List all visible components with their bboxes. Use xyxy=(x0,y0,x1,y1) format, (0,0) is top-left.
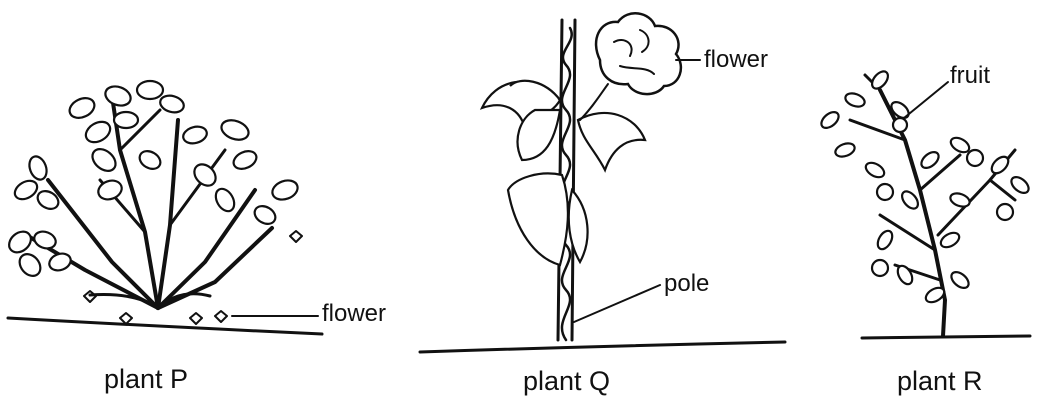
plant-p-flowers xyxy=(84,231,302,324)
plant-p-caption: plant P xyxy=(104,364,188,395)
plant-q-pole-label: pole xyxy=(664,270,709,298)
plant-r-drawing xyxy=(818,68,1031,338)
plant-p-ground xyxy=(8,318,322,334)
plant-q-pole-leader xyxy=(574,285,660,322)
plant-p-flower-label: flower xyxy=(322,300,386,328)
plant-q-caption: plant Q xyxy=(523,366,610,397)
plant-r-fruit-leader xyxy=(904,82,948,118)
plant-q-flower xyxy=(580,13,681,120)
plant-r-caption: plant R xyxy=(897,366,983,397)
plant-r-fruit-label: fruit xyxy=(950,62,990,90)
plant-q-ground xyxy=(420,342,785,352)
plant-q-flower-label: flower xyxy=(704,46,768,74)
plant-r-fruits xyxy=(872,118,1013,276)
plant-p-drawing xyxy=(5,81,322,334)
plant-r-ground xyxy=(862,336,1030,338)
